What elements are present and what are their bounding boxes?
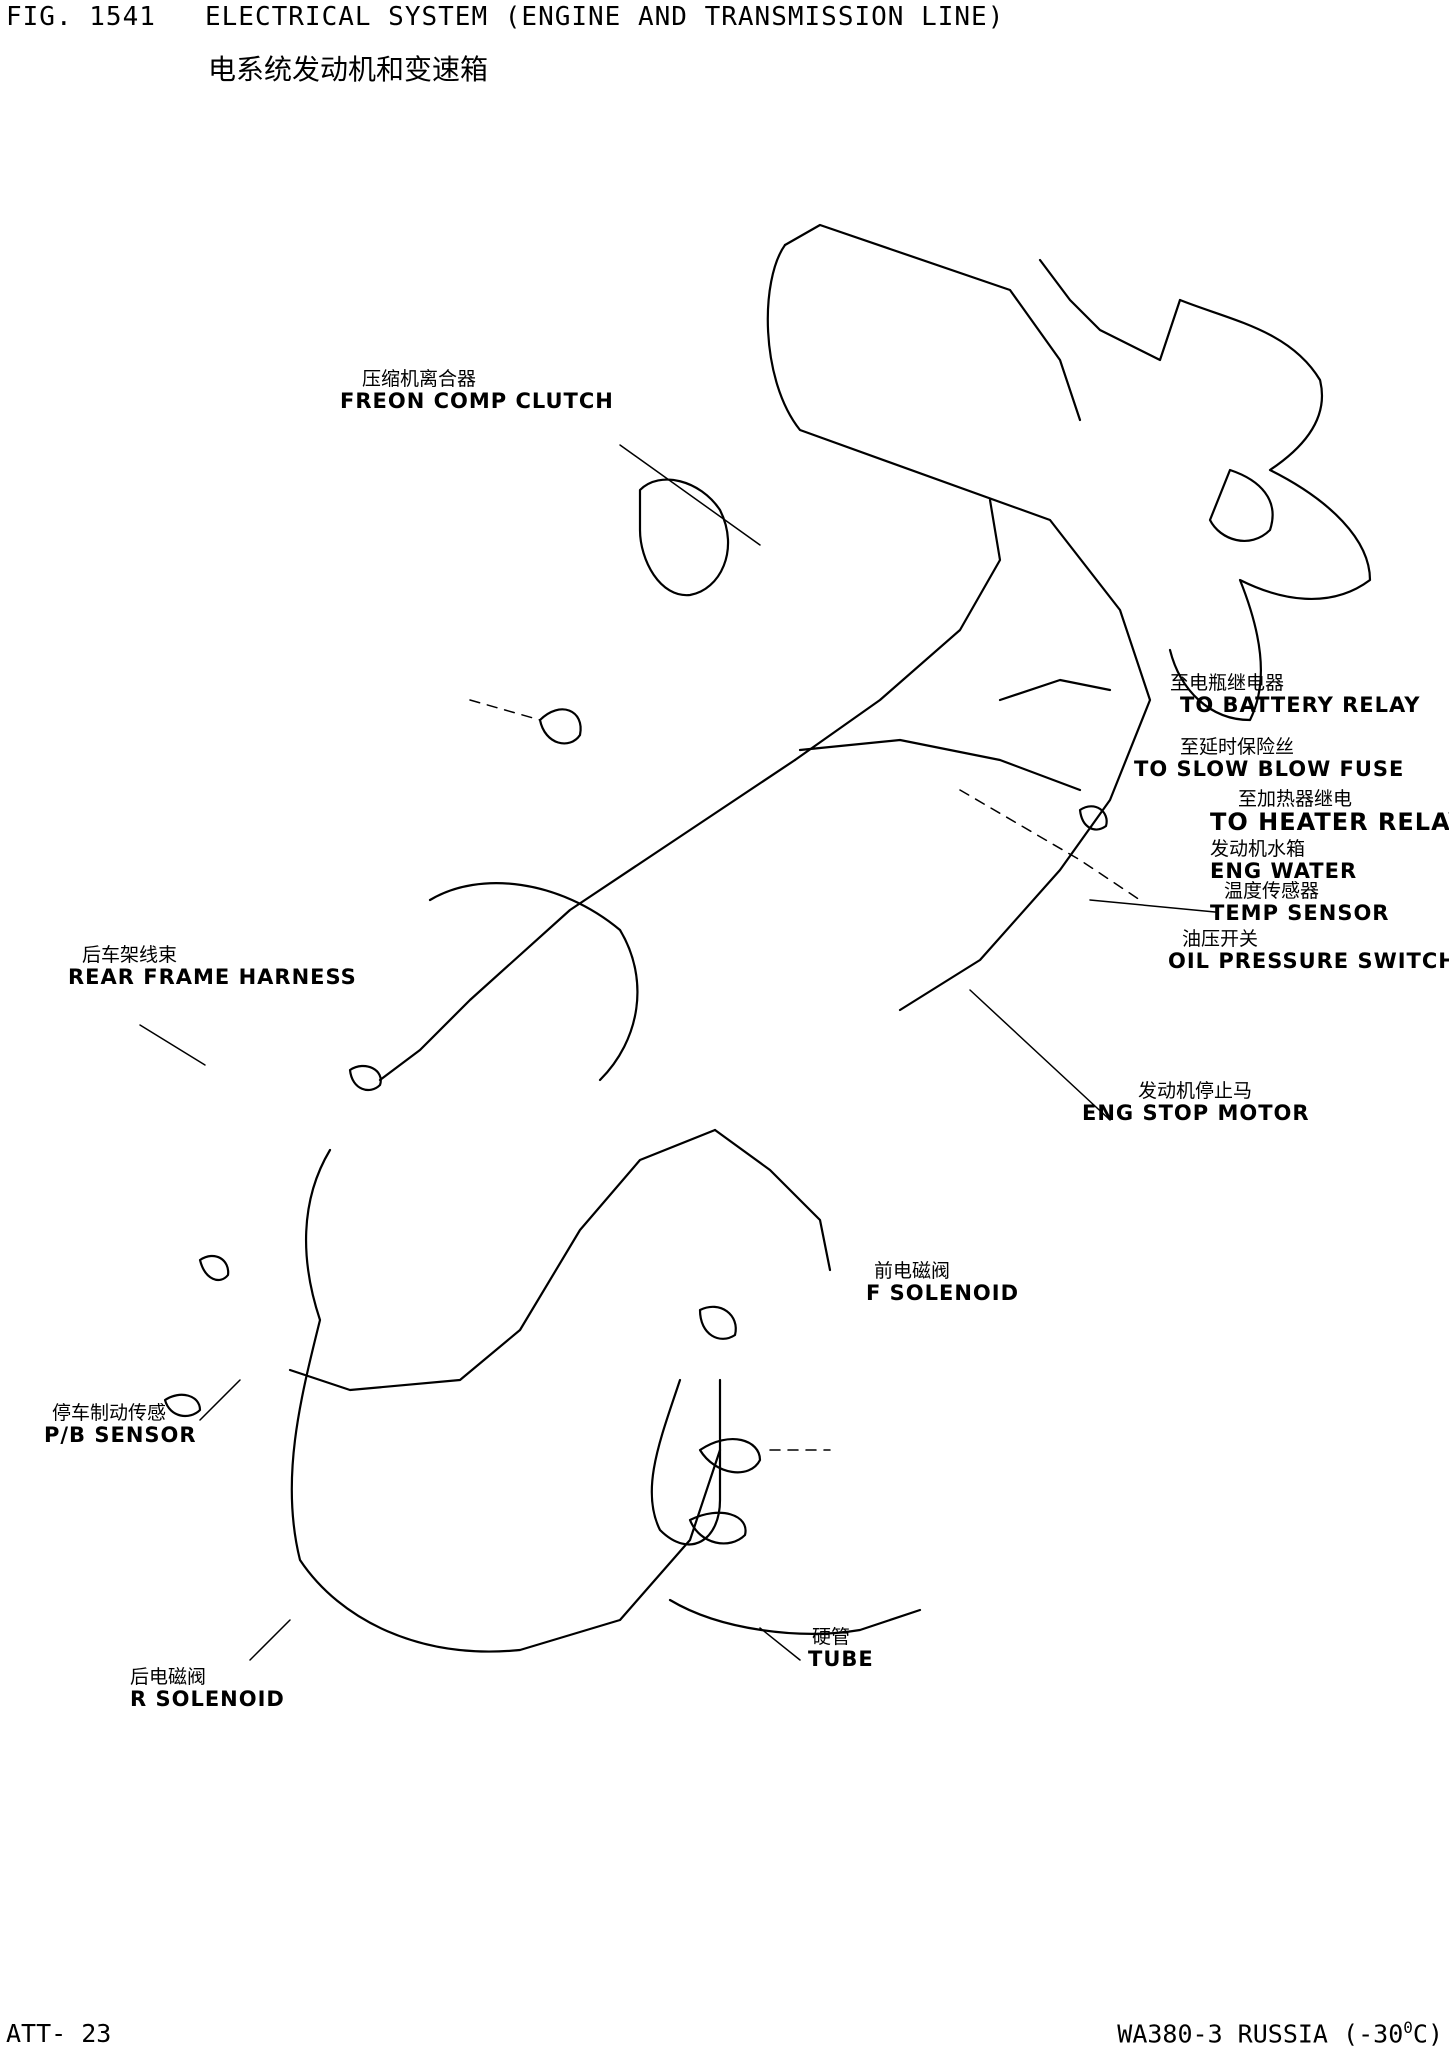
fan-hub [1208,468,1274,542]
connector-blob-4 [698,1438,762,1474]
callout-temp-sensor-en: TEMP SENSOR [1210,900,1390,925]
harness-upper-branch [793,498,1002,762]
callout-f-solenoid: 前电磁阀 F SOLENOID [866,1260,1020,1305]
callout-eng-water-en: ENG WATER [1210,858,1358,883]
callout-f-solenoid-cn: 前电磁阀 [874,1260,951,1282]
connector-blob-6 [163,1393,202,1418]
callout-to-slow-blow-fuse: 至延时保险丝 TO SLOW BLOW FUSE [1134,736,1405,781]
fan-blade-upper [1038,258,1182,362]
callout-to-battery-relay: 至电瓶继电器 TO BATTERY RELAY [1170,673,1421,717]
engine-block-outline [766,243,1152,1012]
harness-lower-right [713,1128,832,1272]
callout-f-solenoid-en: F SOLENOID [866,1280,1020,1305]
callout-to-heater-relay-cn: 至加热器继电 [1238,788,1353,810]
degree-symbol: 0 [1403,2017,1413,2037]
callout-eng-stop-motor: 发动机停止马 ENG STOP MOTOR [1082,1080,1310,1125]
callout-oil-pressure-switch-en: OIL PRESSURE SWITCH [1168,948,1449,973]
callout-tube-en: TUBE [808,1646,874,1671]
figure-number: FIG. 1541 [6,2,156,32]
callout-eng-stop-motor-cn: 发动机停止马 [1138,1080,1253,1102]
callout-freon-comp-clutch-en: FREON COMP CLUTCH [340,388,614,413]
callout-pb-sensor-en: P/B SENSOR [44,1422,197,1447]
dashed-connector-right [959,789,1141,901]
callout-to-slow-blow-fuse-en: TO SLOW BLOW FUSE [1134,756,1405,781]
connector-blob-2 [348,1064,382,1092]
engine-top-outline [783,223,1082,422]
callout-temp-sensor-cn: 温度传感器 [1224,879,1320,902]
callout-tube: 硬管 TUBE [808,1626,874,1671]
callout-eng-stop-motor-en: ENG STOP MOTOR [1082,1100,1310,1125]
callout-freon-comp-clutch-cn: 压缩机离合器 [362,368,477,390]
callout-rear-frame-harness: 后车架线束 REAR FRAME HARNESS [68,944,357,989]
transmission-case [290,1148,722,1653]
turbo-outline [638,478,730,597]
callout-oil-pressure-switch-cn: 油压开关 [1182,928,1259,950]
leader-temp-sensor [1089,899,1216,913]
model-designation: WA380-3 RUSSIA (-300C) [1117,2018,1443,2048]
callout-pb-sensor-cn: 停车制动传感 [52,1402,167,1424]
leader-pb-sensor [199,1379,241,1421]
callout-r-solenoid-en: R SOLENOID [130,1686,285,1711]
figure-title: ELECTRICAL SYSTEM (ENGINE AND TRANSMISSI… [205,2,1005,32]
callout-pb-sensor: 停车制动传感 P/B SENSOR [44,1402,197,1447]
model-suffix: C) [1412,2019,1443,2048]
callout-to-slow-blow-fuse-cn: 至延时保险丝 [1180,736,1295,758]
tube-outline [650,1378,722,1546]
callout-oil-pressure-switch: 油压开关 OIL PRESSURE SWITCH [1168,928,1449,973]
connector-blob-7 [198,1254,230,1282]
callout-to-heater-relay: 至加热器继电 TO HEATER RELAY [1210,788,1449,836]
callout-freon-comp-clutch: 压缩机离合器 FREON COMP CLUTCH [340,368,614,413]
connector-blob-1 [538,708,582,745]
callout-r-solenoid-cn: 后电磁阀 [130,1666,207,1688]
leader-tube [759,1627,801,1661]
page-code: ATT- 23 [6,2019,112,2048]
connector-blob-5 [688,1511,747,1545]
callout-rear-frame-harness-cn: 后车架线束 [82,944,178,966]
connector-blob-3 [698,1305,737,1340]
callout-rear-frame-harness-en: REAR FRAME HARNESS [68,964,357,989]
transmission-bellhousing [428,882,639,1082]
figure-title-chinese: 电系统发动机和变速箱 [208,53,489,86]
callout-to-heater-relay-en: TO HEATER RELAY [1210,807,1449,836]
fan-blade-outline [1168,298,1372,722]
connector-blob-8 [1078,805,1108,831]
model-prefix: WA380-3 RUSSIA (-30 [1117,2019,1404,2048]
leader-r-solenoid [249,1619,291,1661]
callout-to-battery-relay-cn: 至电瓶继电器 [1170,672,1285,694]
callout-eng-water-temp-sensor: 发动机水箱 ENG WATER 温度传感器 TEMP SENSOR [1210,838,1390,925]
callout-eng-water-cn: 发动机水箱 [1210,838,1306,860]
harness-right-branch [798,738,1082,792]
transmission-lower-curve [668,1598,922,1635]
dashed-connector-left [469,699,541,721]
harness-main-trunk [378,758,797,1082]
leader-freon-clutch [619,444,761,546]
harness-lower-trunk [288,1128,717,1392]
callout-r-solenoid: 后电磁阀 R SOLENOID [130,1666,285,1711]
leader-eng-stop [969,989,1111,1121]
callout-to-battery-relay-en: TO BATTERY RELAY [1180,692,1421,717]
harness-battery-branch [998,678,1112,702]
callout-tube-cn: 硬管 [812,1626,851,1648]
leader-rear-harness [139,1024,206,1066]
